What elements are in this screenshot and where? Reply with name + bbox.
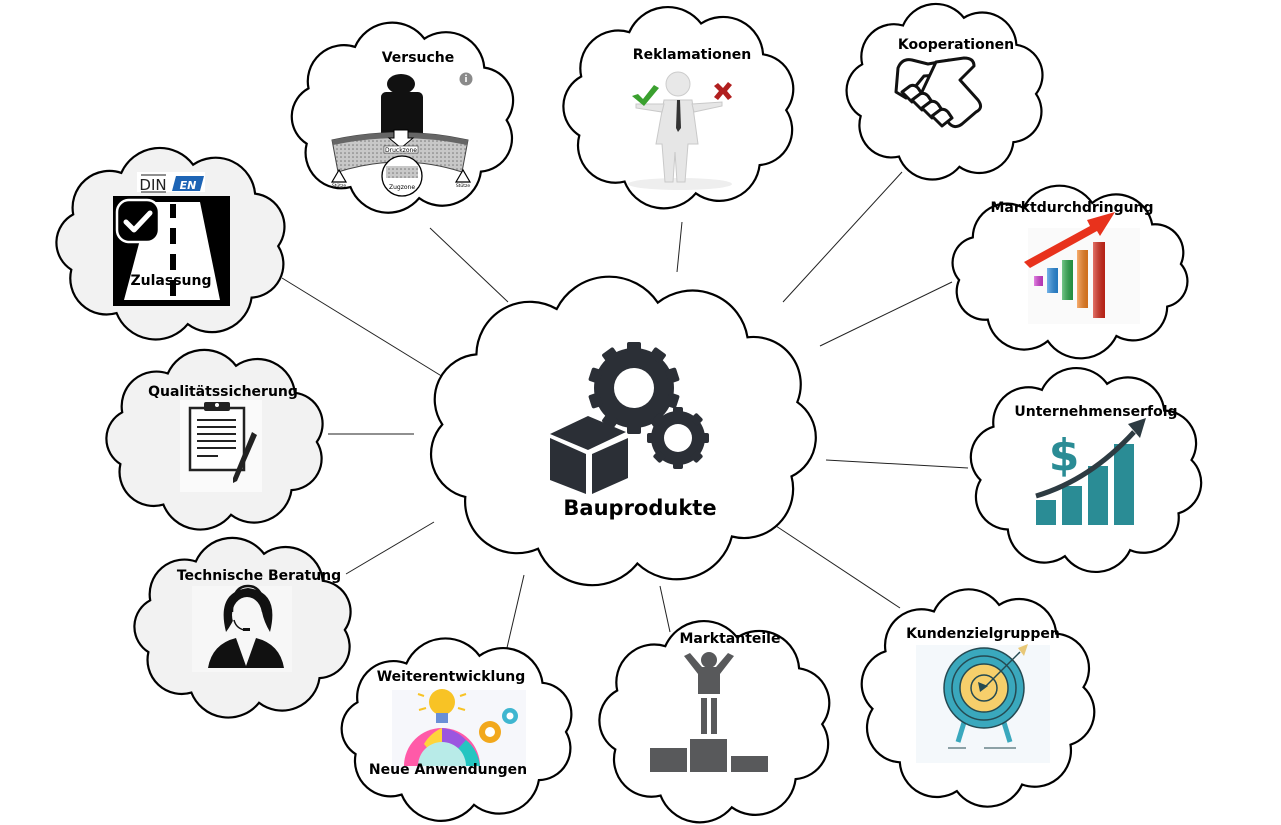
node-label-kooperationen: Kooperationen (898, 37, 1014, 53)
node-kundenzielgruppen[interactable]: Kundenzielgruppen (906, 626, 1060, 763)
node-qualitaetssicherung[interactable]: Qualitätssicherung (148, 384, 298, 492)
connector-lines (281, 171, 969, 653)
node-marktanteile[interactable]: Marktanteile (650, 631, 780, 772)
gear-tooth (665, 392, 680, 409)
node-label-kundenzielgruppen: Kundenzielgruppen (906, 626, 1060, 642)
connector-weiterentwicklung (505, 574, 525, 653)
node-weiterentwicklung[interactable]: Weiterentwicklung Neue Anwendungen (369, 669, 527, 778)
node-label-reklamationen: Reklamationen (633, 47, 751, 63)
node-label-versuche: Versuche (382, 50, 455, 66)
gear-tooth (673, 460, 683, 469)
clipboard-pen-icon (180, 400, 262, 492)
support-right-label: Stütze (456, 183, 471, 189)
connector-zulassung (281, 277, 449, 381)
gear-tooth (665, 367, 680, 384)
gear-tooth (627, 423, 641, 434)
connector-unternehmenserfolg (825, 459, 969, 469)
handshake-icon (894, 56, 983, 129)
gear-tooth (690, 413, 703, 426)
support-left-label: Stütze (332, 183, 347, 189)
din-en-badge: DIN EN (137, 172, 205, 194)
node-technische-beratung[interactable]: Technische Beratung (177, 568, 341, 672)
dollar-growth-chart-icon: $ (1035, 418, 1146, 525)
node-label-marktanteile: Marktanteile (680, 631, 781, 647)
center-label: Bauprodukte (563, 496, 716, 520)
gear-tooth (588, 392, 603, 409)
gear-tooth (700, 433, 709, 443)
node-label-unternehmenserfolg: Unternehmenserfolg (1014, 404, 1177, 420)
lightbulb-gears-icon (392, 689, 526, 770)
node-reklamationen[interactable]: Reklamationen (628, 47, 751, 190)
tension-zone-label: Zugzone (389, 184, 415, 191)
connector-versuche (429, 227, 509, 303)
node-unternehmenserfolg[interactable]: Unternehmenserfolg $ (1014, 404, 1178, 525)
svg-text:$: $ (1049, 430, 1080, 481)
gear-tooth (653, 413, 666, 426)
node-label-qualitaetssicherung: Qualitätssicherung (148, 384, 298, 400)
connector-technische-beratung (345, 521, 435, 575)
connector-reklamationen (676, 221, 683, 273)
gear-tooth (647, 433, 656, 443)
node-kooperationen[interactable]: Kooperationen (894, 37, 1014, 129)
info-icon[interactable] (459, 72, 473, 86)
connector-marktanteile (659, 585, 671, 633)
gear-tooth (602, 347, 619, 364)
gear-tooth (690, 450, 703, 463)
din-label: DIN (139, 176, 166, 194)
target-arrow-icon (916, 644, 1050, 763)
node-label-neue-anwendungen: Neue Anwendungen (369, 762, 527, 778)
gear-tooth (602, 412, 619, 429)
person-check-cross-icon (628, 71, 732, 190)
connector-marktdurchdringung (819, 281, 953, 347)
center-node[interactable]: Bauprodukte (550, 342, 717, 520)
en-label: EN (180, 179, 197, 192)
node-label-weiterentwicklung: Weiterentwicklung (377, 669, 526, 685)
node-label-technische-beratung: Technische Beratung (177, 568, 341, 584)
node-marktdurchdringung[interactable]: Marktdurchdringung (990, 200, 1154, 324)
connector-kundenzielgruppen (769, 521, 901, 609)
headset-agent-icon (192, 584, 292, 672)
rising-bar-chart-arrow-icon (1024, 212, 1140, 324)
gear-tooth (649, 347, 666, 364)
gear-tooth (673, 407, 683, 416)
node-label-marktdurchdringung: Marktdurchdringung (990, 200, 1153, 216)
node-label-zulassung: Zulassung (131, 273, 212, 289)
compression-zone-label: Druckzone (385, 147, 417, 154)
connector-kooperationen (782, 171, 903, 303)
beam-load-test-icon: Druckzone Zugzone Stütze Stütze (330, 74, 472, 197)
gear-tooth (653, 450, 666, 463)
node-versuche[interactable]: Versuche Druckzone Zugzone Stütze Stütze (330, 50, 473, 197)
box-gears-icon (550, 342, 709, 494)
node-zulassung[interactable]: DIN EN Zulassung (113, 172, 230, 306)
gear-tooth (588, 367, 603, 384)
approved-road-icon (113, 196, 230, 306)
gear-tooth (627, 342, 641, 353)
podium-winner-icon (650, 652, 768, 772)
